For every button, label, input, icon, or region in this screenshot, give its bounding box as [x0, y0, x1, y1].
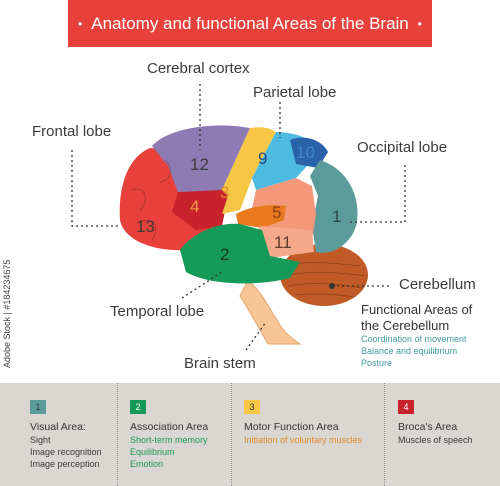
region-number-5: 5 [272, 203, 281, 222]
region-number-2: 2 [220, 245, 229, 264]
legend-detail: Sight [30, 435, 51, 445]
sulci-lines [131, 159, 171, 241]
brain-stem-shape [239, 279, 302, 345]
cerebellum-function-item: Balance and equilibrium [361, 346, 458, 356]
label-parietal-lobe: Parietal lobe [253, 84, 337, 101]
legend-detail: Image perception [30, 459, 100, 469]
legend-divider [117, 383, 118, 486]
legend-title: Association Area [130, 421, 209, 433]
region-number-12: 12 [190, 155, 209, 174]
title-bullet-left: • [78, 16, 83, 31]
legend-swatch: 4 [398, 400, 414, 414]
legend-swatch: 2 [130, 400, 146, 414]
label-frontal-lobe: Frontal lobe [32, 123, 112, 140]
region-number-3: 3 [220, 183, 229, 202]
legend-title: Broca's Area [398, 421, 458, 433]
region-number-13: 13 [136, 217, 155, 236]
region-number-9: 9 [258, 149, 267, 168]
legend-detail: Muscles of speech [398, 435, 473, 445]
legend-detail: Emotion [130, 459, 164, 469]
cerebellum-function-item: Coordination of movement [361, 334, 467, 344]
stock-id-text: Adobe Stock | #184234675 [2, 259, 12, 368]
area-orange-shape [236, 205, 286, 228]
label-occipital-lobe: Occipital lobe [357, 139, 448, 156]
page-title: Anatomy and functional Areas of the Brai… [91, 13, 409, 33]
legend-panel: 1 Visual Area: Sight Image recognition I… [0, 383, 500, 486]
legend-detail: Equilibrium [130, 447, 175, 457]
cerebellum-function-item: Posture [361, 358, 393, 368]
motor-area-shape [222, 127, 276, 214]
legend-swatch: 1 [30, 400, 46, 414]
cerebellum-functions-title-line1: Functional Areas of [361, 302, 473, 317]
region-numbers: 12 9 10 3 4 5 1 13 2 11 [136, 143, 341, 264]
region-number-1: 1 [332, 207, 341, 226]
legend-detail: Image recognition [30, 447, 102, 457]
label-temporal-lobe: Temporal lobe [110, 303, 205, 320]
cerebral-cortex-shape [152, 125, 250, 192]
legend-title: Visual Area: [30, 421, 86, 433]
label-cerebral-cortex: Cerebral cortex [147, 60, 250, 77]
region-number-10: 10 [296, 143, 315, 162]
temporal-lobe-shape [180, 223, 300, 284]
frontal-lobe-shape [119, 148, 212, 251]
leader-lines [71, 84, 406, 351]
area-10-shape [290, 137, 328, 168]
title-banner: • Anatomy and functional Areas of the Br… [68, 0, 432, 47]
region-number-4: 4 [190, 197, 199, 216]
cerebellum-functions-title-line2: the Cerebellum [361, 318, 450, 333]
legend-swatch: 3 [244, 400, 260, 414]
cerebellum-shape [280, 244, 368, 306]
region-number-11: 11 [274, 233, 292, 252]
cerebellum-pointer-dot [329, 283, 335, 289]
legend-title: Motor Function Area [244, 421, 339, 433]
title-bullet-right: • [417, 16, 422, 31]
legend-divider [384, 383, 385, 486]
label-cerebellum: Cerebellum [399, 276, 476, 293]
label-brain-stem: Brain stem [184, 355, 256, 372]
legend-detail: Short-term memory [130, 435, 208, 445]
occipital-lobe-shape [310, 160, 358, 253]
legend-detail: Initiation of voluntary muscles [244, 435, 363, 445]
legend-divider [231, 383, 232, 486]
